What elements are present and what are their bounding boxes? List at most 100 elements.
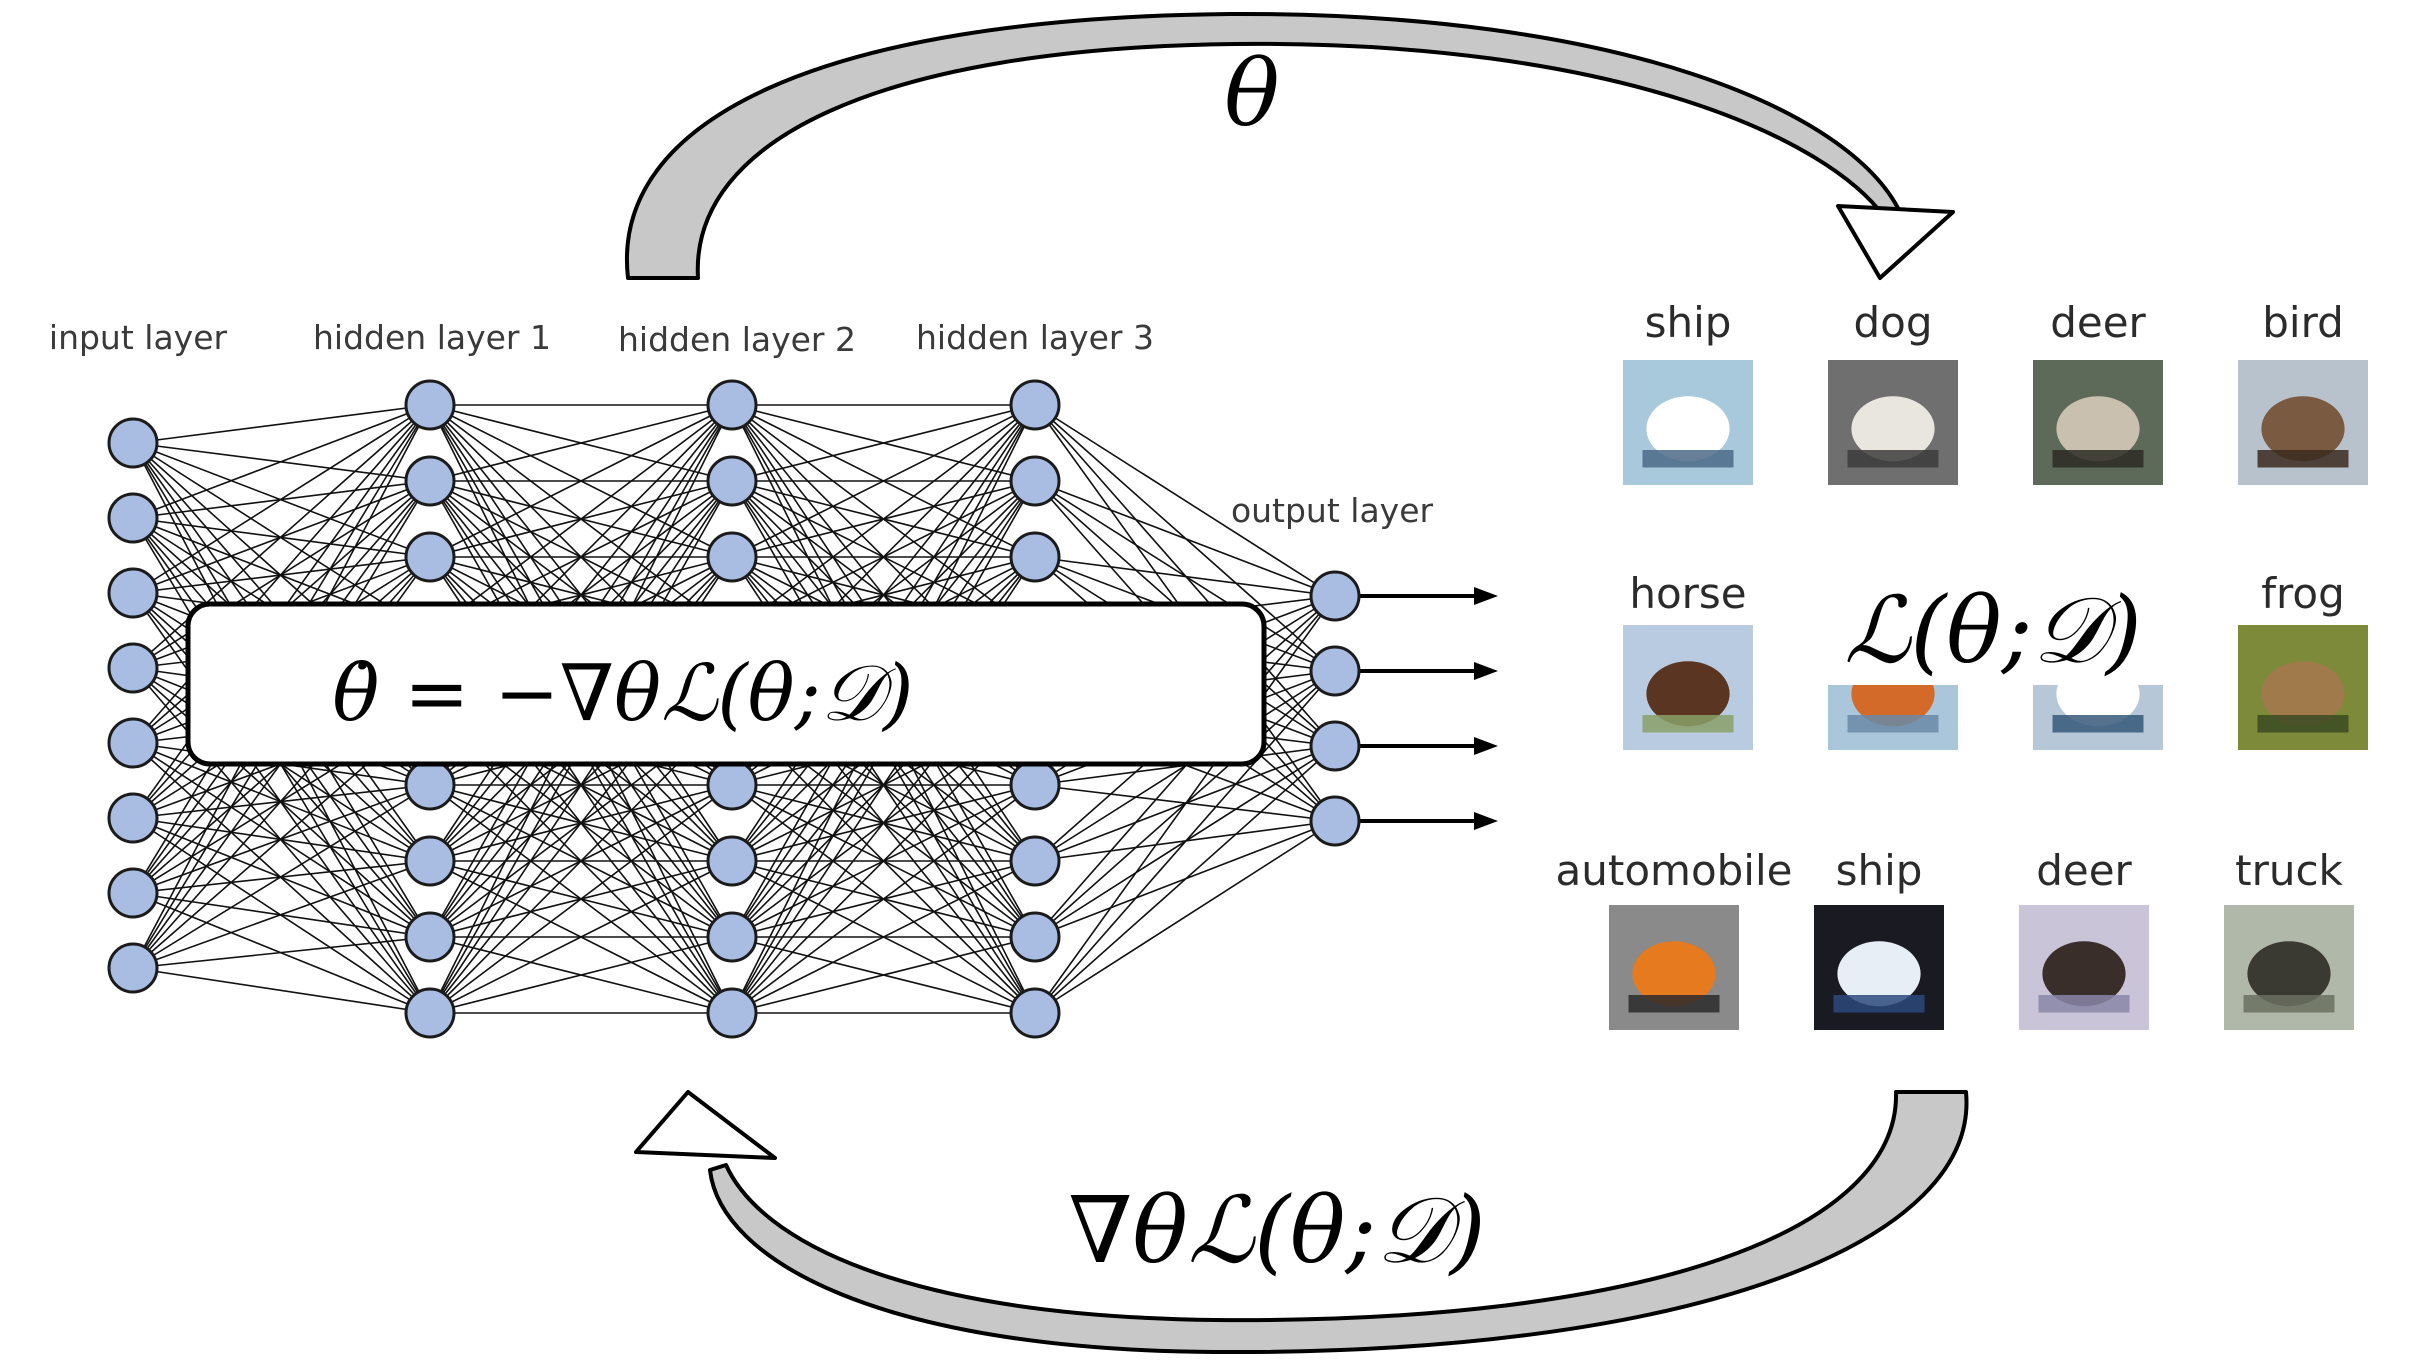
network-connection <box>132 860 431 969</box>
hidden-layer-1-label: hidden layer 1 <box>313 318 551 357</box>
thumbnail-subject <box>1632 941 1716 1007</box>
hidden-neuron <box>404 531 456 583</box>
thumbnail-shade <box>1642 715 1734 733</box>
network-connection <box>731 404 1036 482</box>
dataset-image <box>1828 360 1958 485</box>
top-curved-arrow: θ <box>624 11 1955 280</box>
input-neuron <box>107 642 159 694</box>
dataset-image <box>2019 905 2149 1030</box>
network-connection <box>1034 745 1336 1014</box>
network-connection <box>731 404 1036 558</box>
class-label: automobile <box>1556 846 1793 895</box>
hidden-neuron <box>706 911 758 963</box>
dataset-image <box>2238 625 2368 750</box>
hidden-layer-2-label: hidden layer 2 <box>618 320 856 359</box>
network-connection <box>132 404 431 744</box>
hidden-neuron <box>706 835 758 887</box>
update-rule-equation: θ̇ = −∇θℒ(θ;𝒟) <box>332 649 913 739</box>
thumbnail-subject <box>1837 941 1921 1007</box>
hidden-neuron <box>1009 531 1061 583</box>
network-connection <box>429 404 733 482</box>
thumbnail-shade <box>2052 450 2144 468</box>
thumbnail-shade <box>1847 450 1939 468</box>
hidden-neuron <box>706 759 758 811</box>
output-neuron <box>1309 795 1361 847</box>
gradient-label: ∇θℒ(θ;𝒟) <box>1068 1177 1485 1284</box>
dataset-image <box>2238 360 2368 485</box>
hidden-neuron <box>1009 455 1061 507</box>
output-arrow-head <box>1474 812 1498 830</box>
dataset-image <box>1623 625 1753 750</box>
hidden-neuron <box>1009 835 1061 887</box>
loss-overlay: ℒ(θ;𝒟) <box>1790 560 2180 685</box>
thumbnail-shade <box>1847 715 1939 733</box>
network-connection <box>132 936 431 969</box>
output-arrow-head <box>1474 662 1498 680</box>
network-connection <box>731 784 1036 1014</box>
input-neuron <box>107 492 159 544</box>
thumbnail-shade <box>2038 995 2130 1013</box>
input-neuron <box>107 717 159 769</box>
parameters-label: θ <box>1224 40 1279 147</box>
hidden-neuron <box>706 531 758 583</box>
hidden-neuron <box>404 759 456 811</box>
hidden-neuron <box>404 379 456 431</box>
thumbnail-shade <box>1628 995 1720 1013</box>
thumbnail-subject <box>1646 661 1730 727</box>
thumbnail-shade <box>2052 715 2144 733</box>
thumbnail-subject <box>2261 661 2345 727</box>
network-connection <box>429 404 733 558</box>
hidden-neuron <box>706 987 758 1039</box>
thumbnail-subject <box>1851 396 1935 462</box>
network-connection <box>132 404 431 669</box>
network-connection <box>731 860 1036 1014</box>
network-connection <box>429 784 733 1014</box>
hidden-neuron <box>404 911 456 963</box>
network-connection <box>429 860 733 1014</box>
dataset-image <box>1609 905 1739 1030</box>
thumbnail-shade <box>2257 715 2349 733</box>
hidden-layer-3-label: hidden layer 3 <box>916 318 1154 357</box>
output-arrow-head <box>1474 737 1498 755</box>
output-arrow-head <box>1474 587 1498 605</box>
output-neuron <box>1309 570 1361 622</box>
dataset-image <box>1814 905 1944 1030</box>
thumbnail-shade <box>1642 450 1734 468</box>
network-connection <box>1034 820 1336 1014</box>
thumbnail-subject <box>2247 941 2331 1007</box>
class-label: ship <box>1645 298 1732 347</box>
dataset-image <box>2224 905 2354 1030</box>
hidden-neuron <box>404 987 456 1039</box>
input-neuron <box>107 567 159 619</box>
network-connection <box>1034 670 1336 1014</box>
class-label: frog <box>2261 569 2345 618</box>
input-neuron <box>107 792 159 844</box>
network-connection <box>1034 480 1336 597</box>
class-label: truck <box>2235 846 2343 895</box>
network-connection <box>1034 595 1336 1014</box>
network-connection <box>429 936 733 1014</box>
hidden-neuron <box>706 379 758 431</box>
input-neuron <box>107 942 159 994</box>
update-rule-box: θ̇ = −∇θℒ(θ;𝒟) <box>185 601 1267 767</box>
network-connection <box>429 404 733 634</box>
thumbnail-subject <box>2042 941 2126 1007</box>
class-label: deer <box>2050 298 2146 347</box>
network-connection <box>132 404 431 519</box>
network-connection <box>1034 404 1336 597</box>
thumbnail-subject <box>2056 396 2140 462</box>
network-connection <box>731 404 1036 634</box>
network-connection <box>132 404 431 594</box>
hidden-neuron <box>706 455 758 507</box>
input-neuron <box>107 867 159 919</box>
class-label: horse <box>1629 569 1746 618</box>
dataset-image <box>1623 360 1753 485</box>
class-label: dog <box>1853 298 1932 347</box>
input-layer-label: input layer <box>49 318 228 357</box>
thumbnail-subject <box>2261 396 2345 462</box>
hidden-neuron <box>1009 379 1061 431</box>
output-layer-label: output layer <box>1231 491 1434 530</box>
output-neuron <box>1309 645 1361 697</box>
network-connection <box>1034 556 1336 597</box>
